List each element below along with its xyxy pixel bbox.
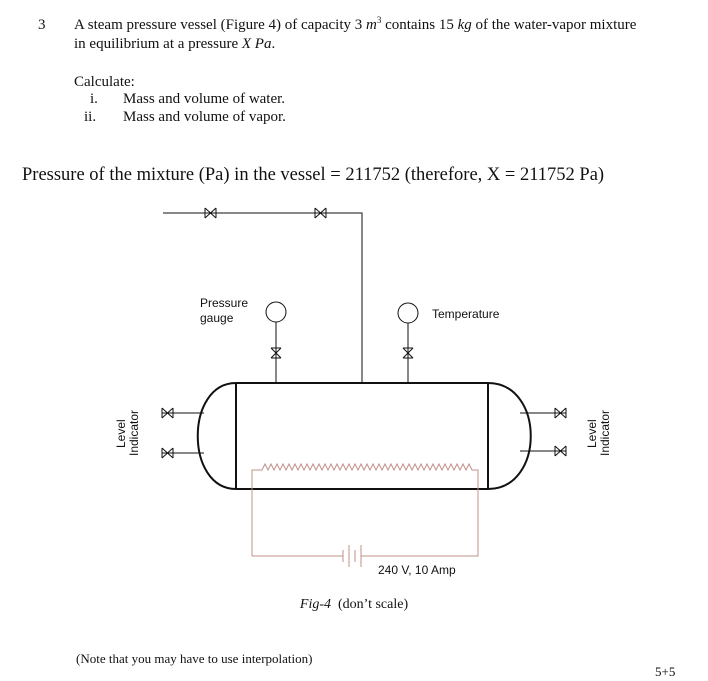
question-line-1: A steam pressure vessel (Figure 4) of ca… [74,15,637,34]
figure-caption: Fig-4 (don’t scale) [299,597,409,612]
question-line-2: in equilibrium at a pressure X Pa. [74,36,276,52]
inlet-valve-1-icon [204,207,217,219]
question-number: 3 [38,17,46,33]
left-level-valve-icon [161,407,204,419]
svg-text:Level: Level [114,419,128,448]
temperature-gauge-icon [397,302,419,383]
item-text: Mass and volume of vapor. [123,109,286,125]
item-number: ii. [84,109,97,125]
svg-text:Indicator: Indicator [127,410,141,456]
heater-circuit [251,462,479,567]
right-level-indicator-label: Level Indicator [585,410,612,456]
vessel-body [196,382,532,490]
temperature-label: Temperature [432,307,500,321]
calculate-label: Calculate: [74,74,135,90]
svg-text:Indicator: Indicator [598,410,612,456]
left-level-indicator-label: Level Indicator [114,410,141,456]
marks-allocation: 5+5 [655,664,676,679]
svg-text:Level: Level [585,419,599,448]
heater-coil [251,462,479,557]
interpolation-note: (Note that you may have to use interpola… [76,651,313,666]
pressure-gauge-label: gauge [200,311,234,325]
item-text: Mass and volume of water. [123,91,286,107]
right-level-valve-icon [520,445,567,457]
left-level-valve-icon [161,447,204,459]
right-level-valve-icon [520,407,567,419]
pressure-gauge-icon [265,301,287,383]
inlet-pipe [163,212,363,383]
battery-icon [342,545,366,567]
inlet-valve-2-icon [314,207,327,219]
pressure-gauge-label: Pressure [200,296,248,310]
item-number: i. [90,91,98,107]
pressure-statement: Pressure of the mixture (Pa) in the vess… [22,165,605,185]
power-label: 240 V, 10 Amp [378,563,456,577]
